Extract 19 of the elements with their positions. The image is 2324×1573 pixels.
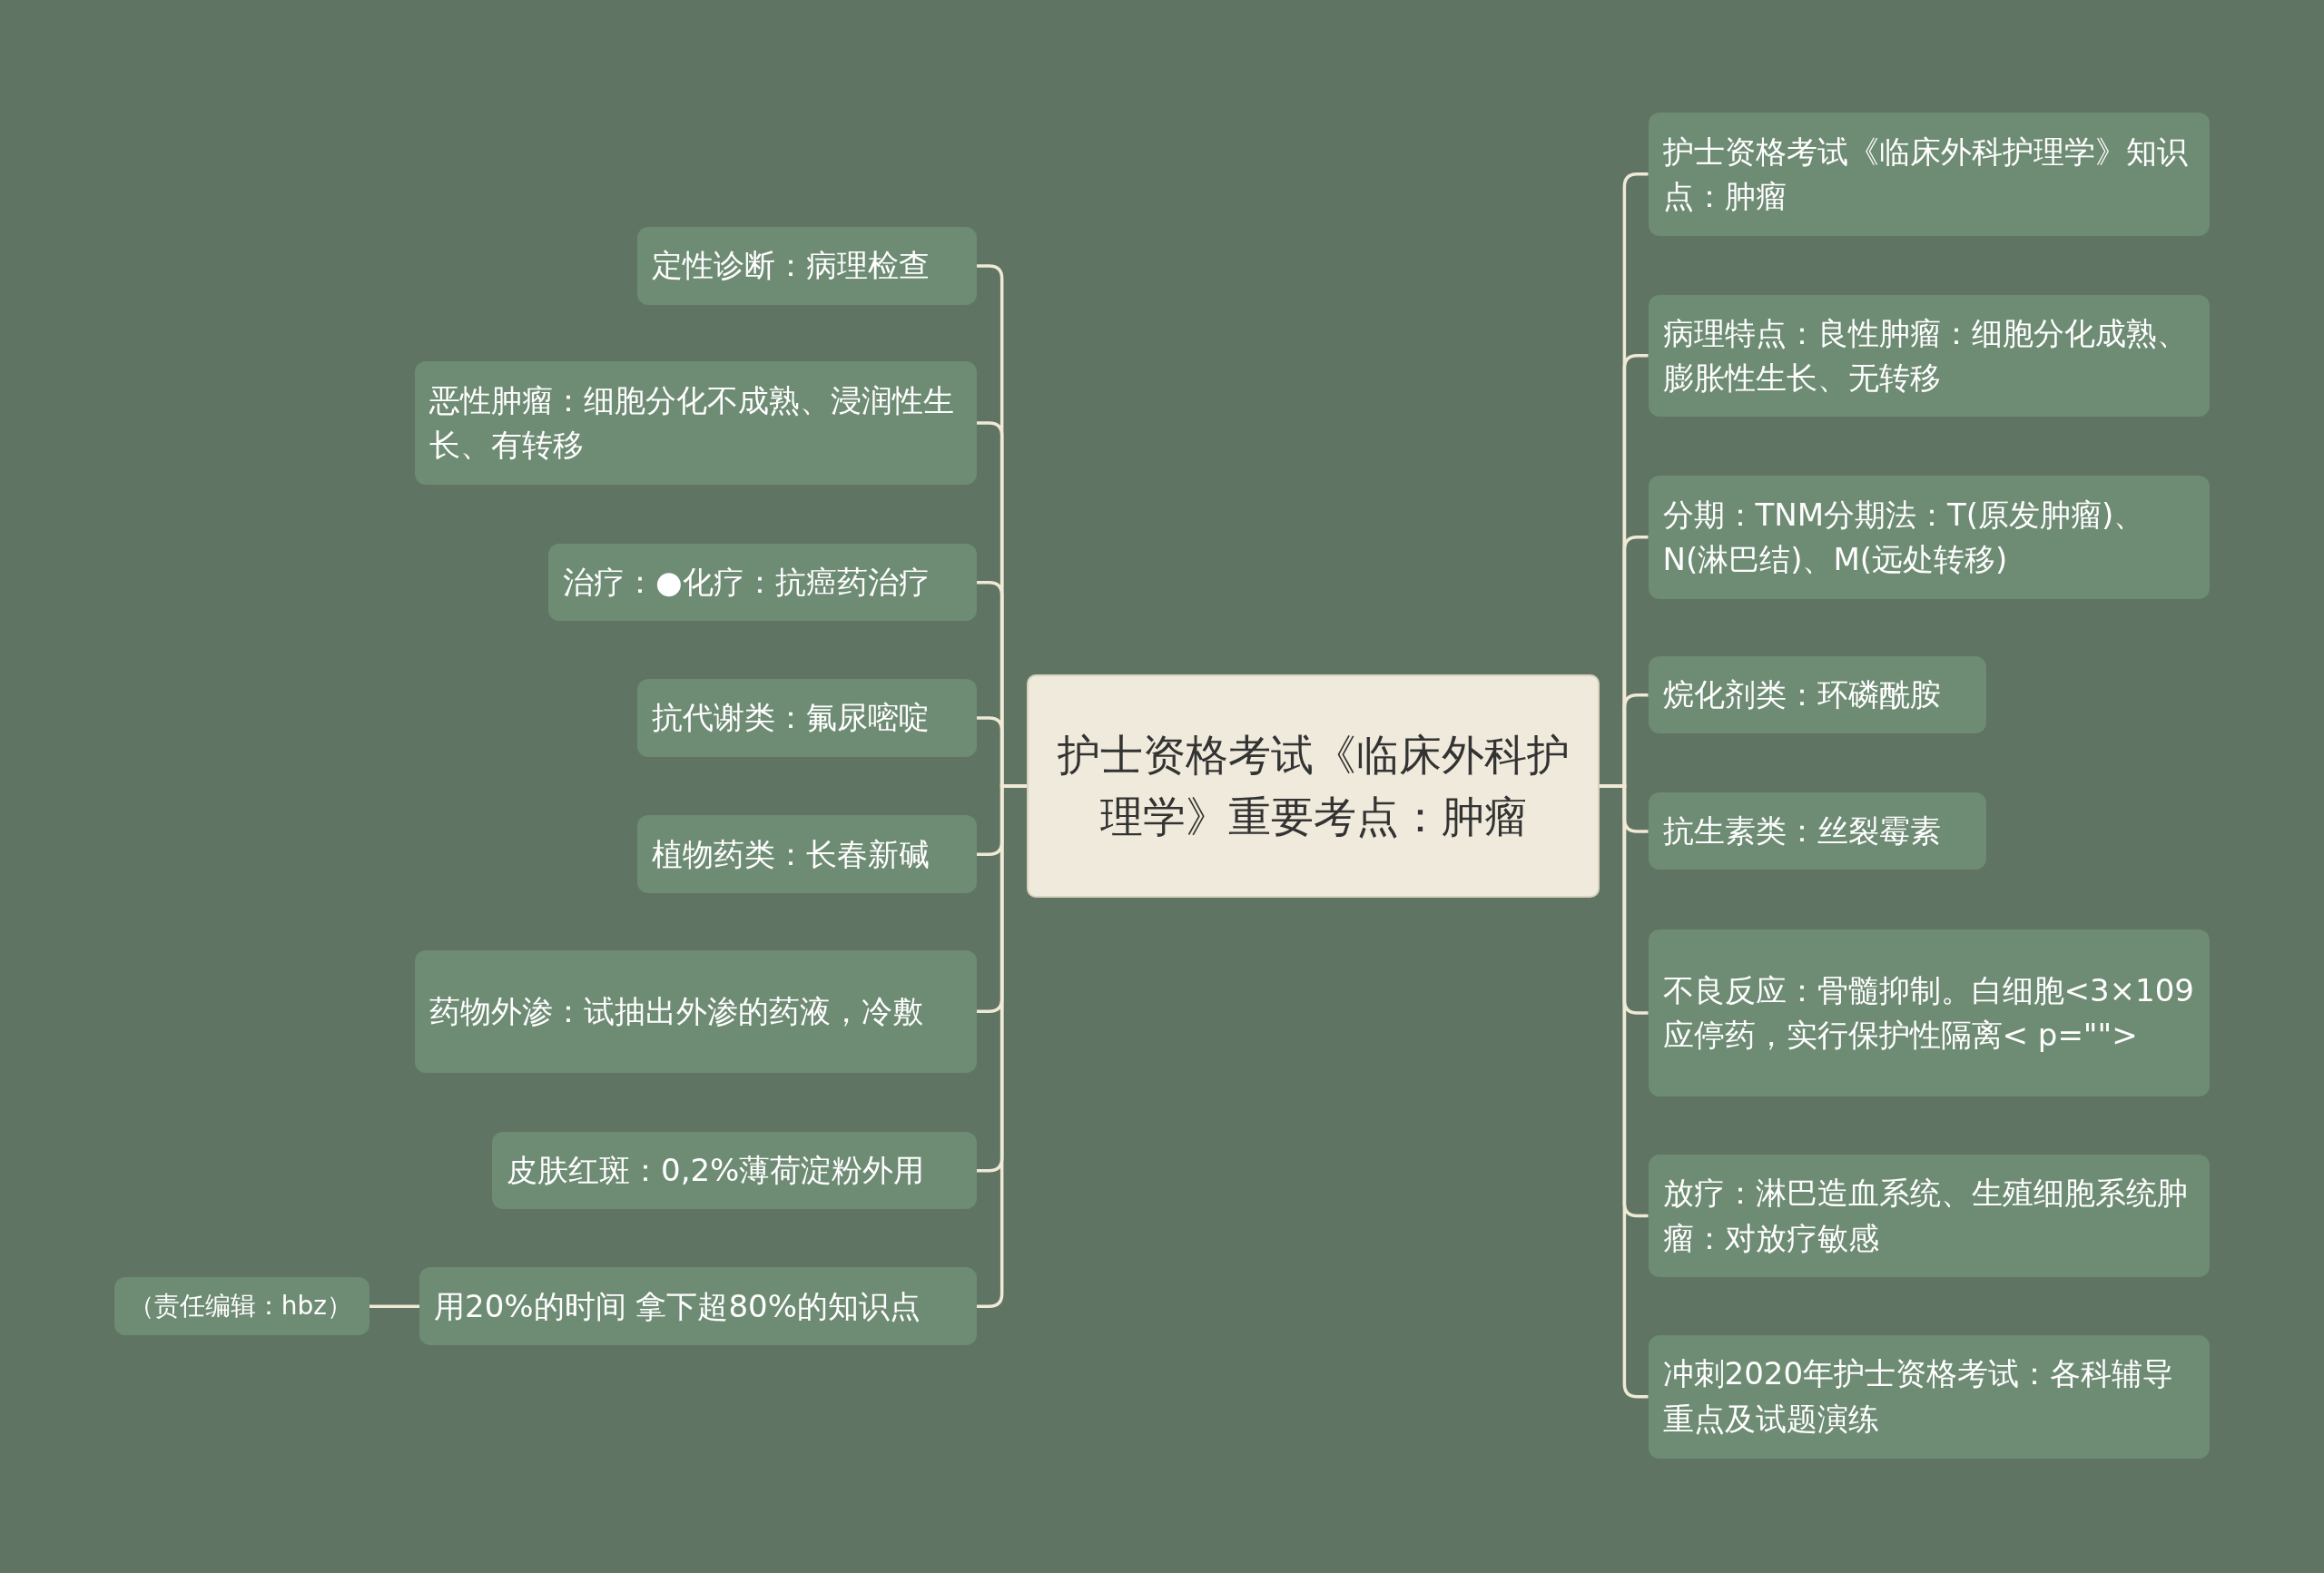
- topic-box: 烷化剂类：环磷酰胺: [1648, 656, 1986, 734]
- topic-box: 皮肤红斑：0,2%薄荷淀粉外用: [492, 1132, 977, 1210]
- topic-box: 分期：TNM分期法：T(原发肿瘤)、N(淋巴结)、M(远处转移): [1648, 476, 2211, 599]
- topic-box: 放疗：淋巴造血系统、生殖细胞系统肿瘤：对放疗敏感: [1648, 1154, 2211, 1278]
- topic-box: 病理特点：良性肿瘤：细胞分化成熟、膨胀性生长、无转移: [1648, 294, 2211, 417]
- connector-line: [369, 1304, 420, 1308]
- topic-box: 用20%的时间 拿下超80%的知识点: [419, 1266, 977, 1346]
- topic-box: 恶性肿瘤：细胞分化不成熟、浸润性生长、有转移: [415, 361, 977, 485]
- topic-box: 冲刺2020年护士资格考试：各科辅导重点及试题演练: [1648, 1335, 2211, 1459]
- topic-box: （责任编辑：hbz）: [113, 1277, 369, 1335]
- topic-box: 植物药类：长春新碱: [637, 814, 977, 894]
- topic-box: 定性诊断：病理检查: [637, 226, 977, 306]
- topic-box: 治疗：●化疗：抗癌药治疗: [548, 544, 977, 622]
- topic-box: 不良反应：骨髓抑制。白细胞<3×109应停药，实行保护性隔离< p="">: [1648, 929, 2211, 1097]
- topic-box: 抗生素类：丝裂霉素: [1648, 792, 1986, 870]
- topic-box: 护士资格考试《临床外科护理学》知识点：肿瘤: [1648, 113, 2211, 236]
- topic-box: 抗代谢类：氟尿嘧啶: [637, 678, 977, 758]
- topic-box: 药物外渗：试抽出外渗的药液，冷敷: [415, 949, 977, 1073]
- central-topic: 护士资格考试《临床外科护理学》重要考点：肿瘤: [1027, 673, 1600, 899]
